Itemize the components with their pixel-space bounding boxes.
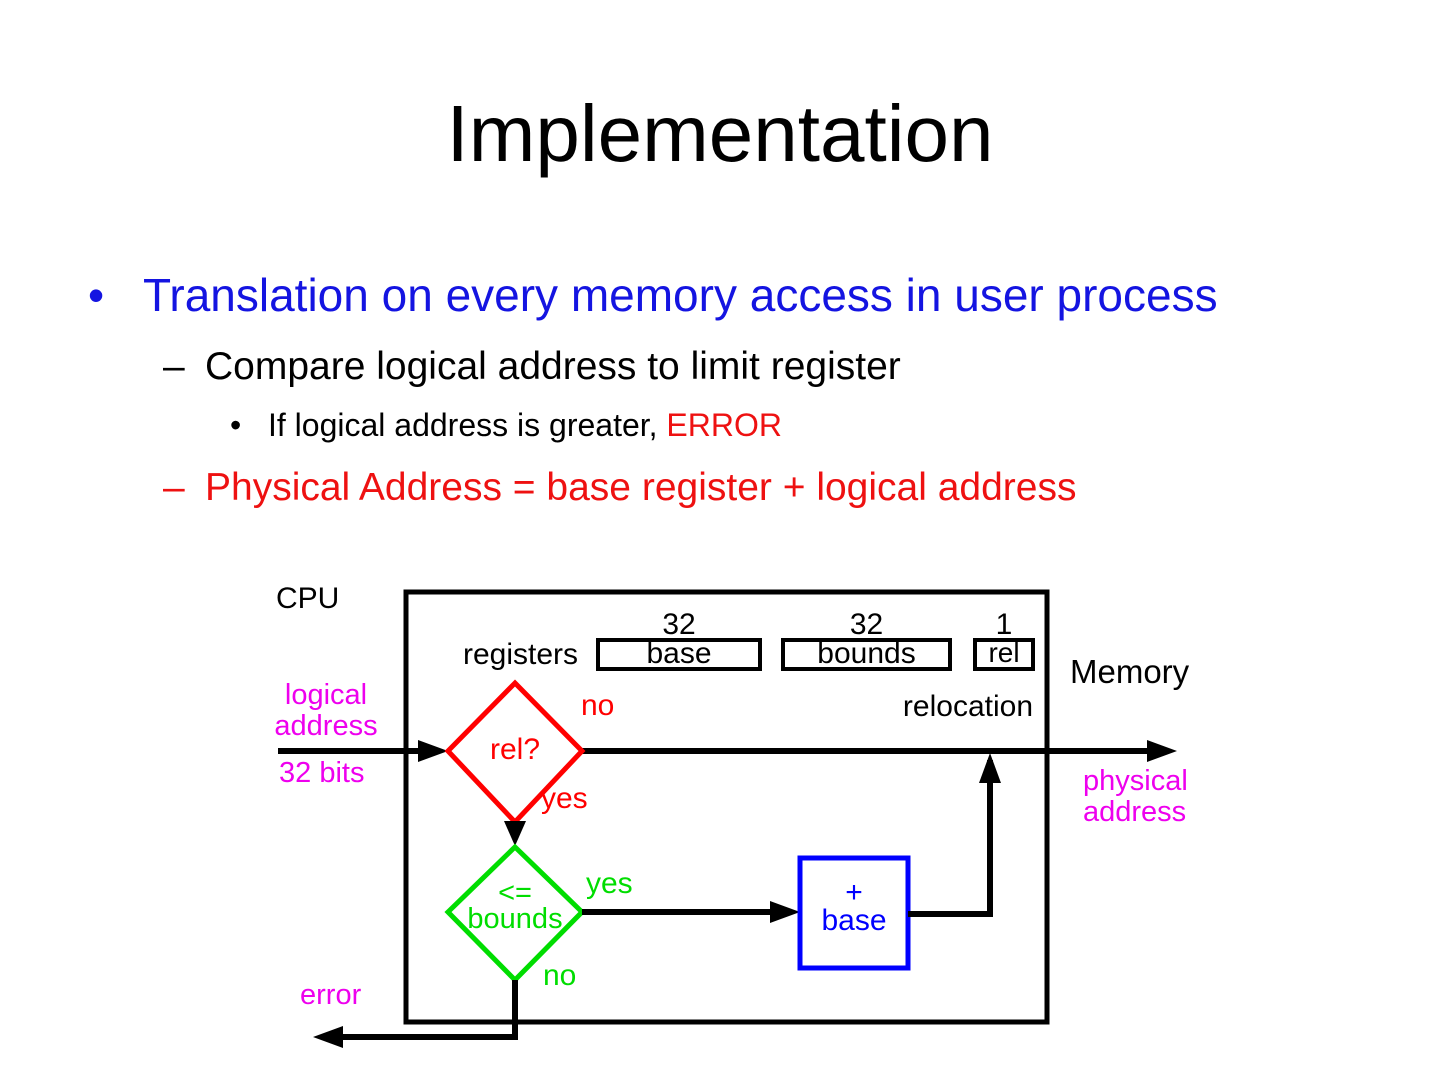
rel-register-box [973,638,1035,671]
bullet-error-word: ERROR [666,407,782,443]
slide-title: Implementation [446,89,994,178]
arrowhead-to-memory [1147,740,1177,762]
cpu-box [403,589,1050,1025]
bullet-dash-icon: – [163,466,185,509]
bullet-translation-text: Translation on every memory access in us… [143,269,1218,321]
bullet-dash-icon: – [163,345,185,388]
arrowhead-into-rel-diamond [418,740,448,762]
adder-plus-label: + [845,876,863,909]
bounds-yes-label: yes [586,867,633,900]
rel-register-label: rel [988,637,1020,668]
adder-output-line [908,760,993,917]
bounds-register-box [781,638,952,671]
logical-address-line1: logical [284,679,368,711]
physical-address-line1: physical [1083,765,1188,797]
arrowhead-up-to-line [979,753,1001,783]
logical-address-label: logical address [266,679,386,743]
adder-box [797,855,911,971]
rel-register-width: 1 [995,608,1013,641]
error-line [340,980,518,1040]
arrowhead-into-bounds-diamond [504,821,526,846]
base-register-box [596,638,762,671]
bullet-subdot-icon: • [230,407,242,443]
registers-label: registers [462,638,578,671]
bits-32-label: 32 bits [279,757,365,789]
bullet-physical-address-text: Physical Address = base register + logic… [205,466,1077,509]
physical-address-line2: address [1083,796,1187,829]
bullet-dot-icon: • [88,269,105,321]
bullet-translation: • Translation on every memory access in … [88,268,1218,322]
rel-yes-label: yes [541,782,588,815]
adder-base-label: base [821,904,887,937]
logical-address-line2: address [274,710,378,743]
error-label: error [300,979,362,1011]
cpu-label: CPU [276,582,340,615]
bounds-diamond-label: bounds [467,903,563,935]
bounds-operator-label: <= [498,877,532,909]
bullet-error-text: If logical address is greater, ERROR [268,407,782,444]
bullet-compare: – Compare logical address to limit regis… [163,345,901,389]
bounds-no-label: no [543,959,577,992]
bullet-error-prefix: If logical address is greater, [268,407,667,443]
rel-no-label: no [581,689,615,722]
rel-question-label: rel? [489,733,541,766]
physical-address-label: physical address [1083,765,1188,829]
memory-label: Memory [1070,653,1190,690]
base-register-width: 32 [662,608,696,641]
bullet-error: • If logical address is greater, ERROR [230,407,782,444]
arrowhead-into-adder [770,901,800,923]
bounds-register-label: bounds [817,637,916,670]
bounds-register-width: 32 [849,608,884,641]
arrowhead-to-error [313,1026,343,1048]
base-register-label: base [646,637,712,670]
bullet-physical-address: – Physical Address = base register + log… [163,466,1076,510]
relocation-label: relocation [902,690,1033,723]
bullet-compare-text: Compare logical address to limit registe… [205,345,901,388]
